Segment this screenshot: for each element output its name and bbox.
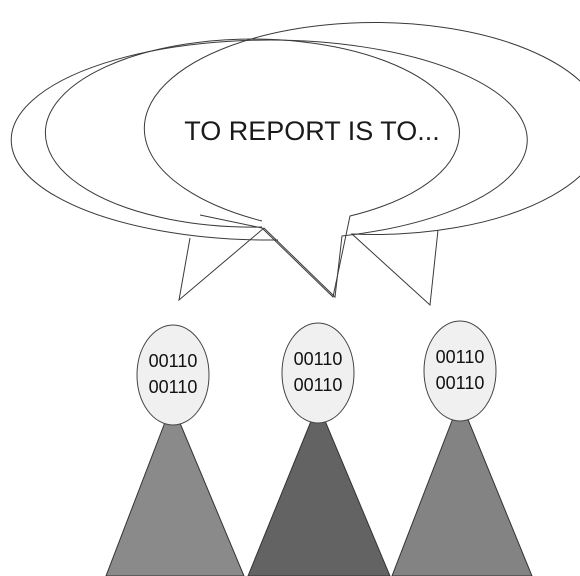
- speech-bubbles: TO REPORT IS TO...: [10, 22, 580, 307]
- person-binary-2a: 00110: [294, 349, 343, 369]
- person-binary-1a: 00110: [149, 351, 198, 371]
- person-3: 00110 00110: [391, 320, 533, 576]
- person-binary-3b: 00110: [436, 373, 485, 393]
- speech-bubble-right: [44, 38, 460, 298]
- person-binary-2b: 00110: [294, 375, 343, 395]
- person-body-3: [391, 398, 533, 576]
- person-head-2: [281, 322, 355, 424]
- person-body-2: [247, 402, 391, 576]
- person-body-1: [105, 402, 245, 576]
- person-head-3: [423, 320, 497, 422]
- person-binary-3a: 00110: [436, 347, 485, 367]
- speech-bubble-left: [10, 39, 528, 302]
- person-1: 00110 00110: [105, 324, 245, 576]
- speech-text: TO REPORT IS TO...: [184, 116, 440, 146]
- person-head-1: [136, 324, 210, 426]
- person-binary-1b: 00110: [149, 377, 198, 397]
- speech-bubble-middle: [143, 22, 580, 307]
- person-2: 00110 00110: [247, 322, 391, 576]
